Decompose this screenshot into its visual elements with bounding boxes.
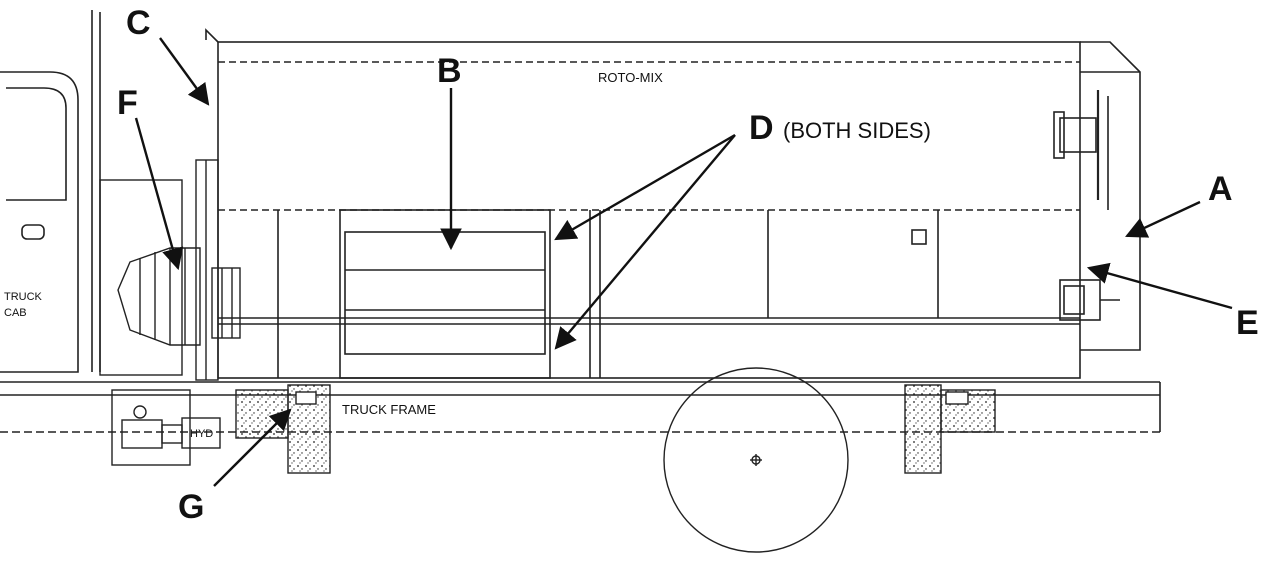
callout-a: A: [1208, 170, 1233, 208]
callout-e: E: [1236, 304, 1259, 342]
callout-b: B: [437, 52, 462, 90]
arrow-c: [159, 37, 210, 106]
arrow-e: [1086, 262, 1233, 310]
mixer-body: [205, 28, 1141, 379]
arrow-a: [1125, 200, 1201, 238]
hyd-label: HYD: [190, 428, 213, 440]
hydraulic-pump: [121, 405, 221, 449]
discharge-door: [339, 209, 551, 379]
arrow-d-upper: [554, 133, 736, 241]
arrow-g: [213, 408, 292, 487]
callout-d-note: (BOTH SIDES): [783, 118, 931, 143]
arrow-f: [134, 117, 184, 271]
mount-bracket-right: [904, 384, 996, 474]
callout-f: F: [117, 84, 138, 122]
callout-g: G: [178, 488, 204, 526]
callout-c: C: [126, 4, 151, 42]
bearing-top: [1053, 111, 1097, 159]
arrow-d-lower: [554, 134, 736, 350]
truck-label: TRUCK: [4, 291, 43, 303]
cab-label: CAB: [4, 307, 27, 319]
roto-mix-label: ROTO-MIX: [598, 70, 663, 85]
rear-wheel: [663, 367, 849, 553]
callout-d: D: [749, 109, 774, 147]
drive-shaft-cone: [117, 247, 241, 346]
mount-bracket-left: [235, 384, 331, 474]
callout-arrows: [134, 37, 1233, 487]
bearing-front: [1059, 279, 1120, 321]
truck-frame-label: TRUCK FRAME: [342, 402, 436, 417]
